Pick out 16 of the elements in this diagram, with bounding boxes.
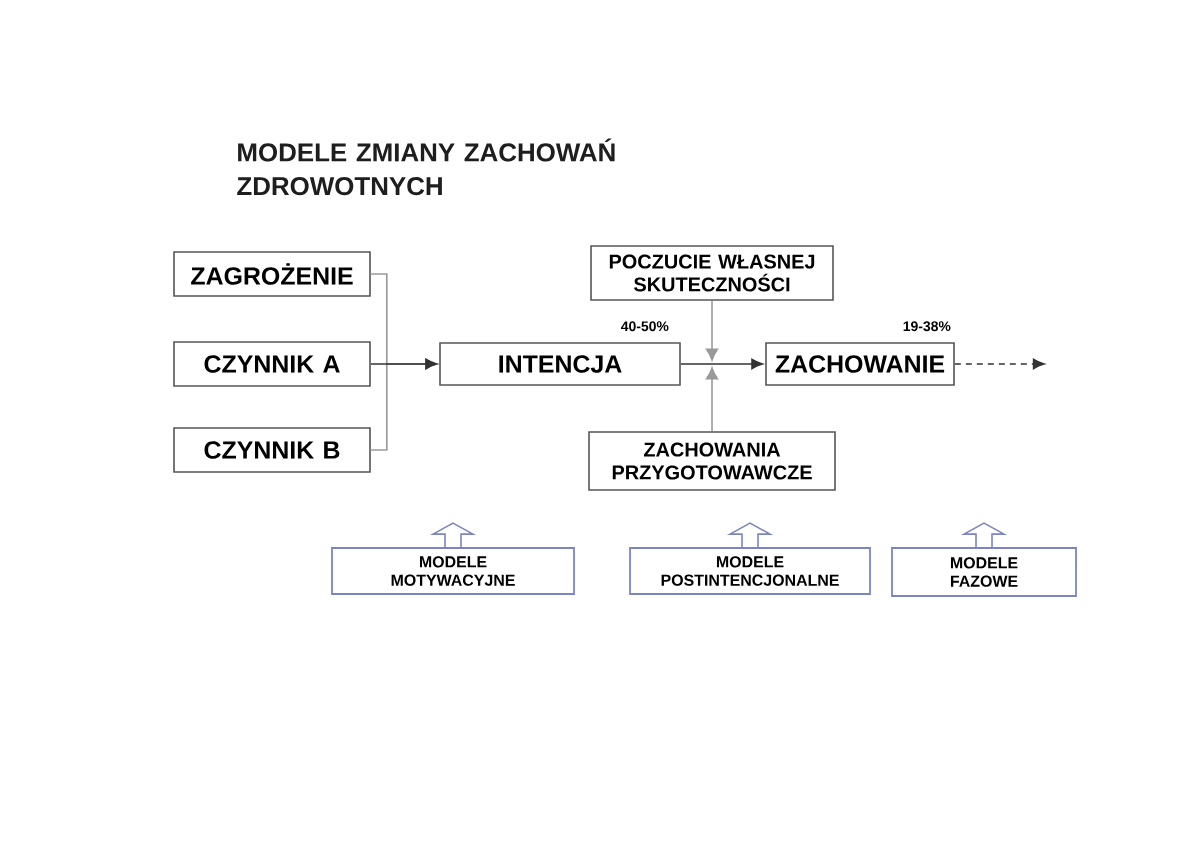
title: MODELE ZMIANY ZACHOWAŃ ZDROWOTNYCH: [237, 138, 615, 196]
moderator-arrow: [705, 300, 719, 361]
moderator-arrow: [705, 367, 719, 432]
process-box: POCZUCIE WŁASNEJ SKUTECZNOŚCI: [590, 245, 834, 301]
process-box: CZYNNIK A: [173, 341, 371, 387]
process-box: INTENCJA: [439, 342, 681, 386]
hollow-arrow: [960, 522, 1008, 548]
hollow-arrow: [726, 522, 774, 548]
process-box: ZACHOWANIE: [765, 342, 955, 386]
process-box: ZACHOWANIA PRZYGOTOWAWCZE: [588, 431, 836, 491]
arrow: [680, 358, 764, 370]
arrow: [370, 358, 438, 370]
hollow-arrow: [429, 522, 477, 548]
dashed-arrow: [954, 358, 1045, 370]
process-box: CZYNNIK B: [173, 427, 371, 473]
process-box: ZAGROŻENIE: [173, 251, 371, 297]
